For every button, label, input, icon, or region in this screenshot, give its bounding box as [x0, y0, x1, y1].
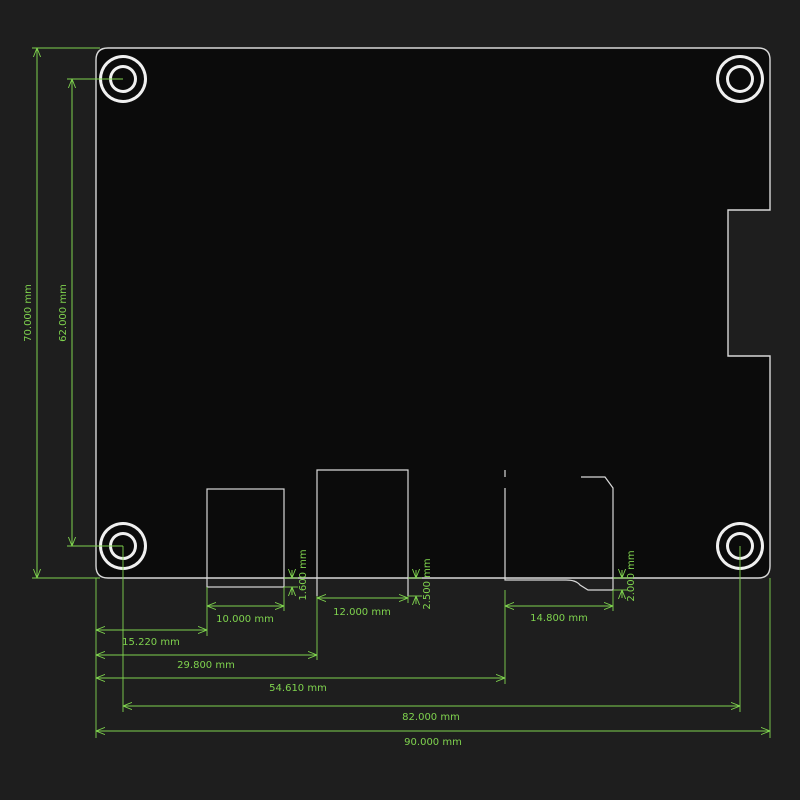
dimension-offset-3: 54.610 mm — [96, 611, 506, 694]
port-3-height-label: 2.000 mm — [626, 550, 637, 601]
port-1-width-label: 10.000 mm — [216, 614, 274, 625]
dimension-port-2-height: 2.500 mm — [408, 558, 433, 610]
board-outline — [95, 47, 771, 579]
dimension-height-holes: 62.000 mm — [58, 78, 123, 547]
port-3-outline — [504, 470, 614, 591]
dimension-offset-1: 15.220 mm — [96, 611, 208, 648]
port-1-outline — [206, 488, 285, 588]
dimension-offset-2: 29.800 mm — [96, 603, 318, 671]
port-2-height-label: 2.500 mm — [422, 558, 433, 609]
port-2-width-label: 12.000 mm — [333, 607, 391, 618]
dimension-port-1-width: 10.000 mm — [206, 587, 285, 625]
pcb-board — [95, 47, 771, 579]
width-holes-label: 82.000 mm — [402, 712, 460, 723]
dimension-width-holes: 82.000 mm — [122, 546, 741, 723]
offset-3-label: 54.610 mm — [269, 683, 327, 694]
mounting-hole-icon — [716, 55, 764, 103]
height-overall-label: 70.000 mm — [23, 284, 34, 342]
port-3-width-label: 14.800 mm — [530, 613, 588, 624]
connector-cutouts — [206, 469, 614, 596]
dimension-width-overall: 90.000 mm — [96, 578, 771, 748]
height-holes-label: 62.000 mm — [58, 284, 69, 342]
port-2-outline — [316, 469, 409, 596]
offset-2-label: 29.800 mm — [177, 660, 235, 671]
width-overall-label: 90.000 mm — [404, 737, 462, 748]
offset-1-label: 15.220 mm — [122, 637, 180, 648]
port-1-height-label: 1.600 mm — [298, 549, 309, 600]
dimension-port-3-height: 2.000 mm — [613, 550, 637, 602]
dimension-height-overall: 70.000 mm — [23, 47, 100, 579]
dimension-port-2-width: 12.000 mm — [316, 596, 409, 618]
dimension-port-1-height: 1.600 mm — [284, 549, 309, 601]
dimension-port-3-width: 14.800 mm — [504, 590, 614, 624]
